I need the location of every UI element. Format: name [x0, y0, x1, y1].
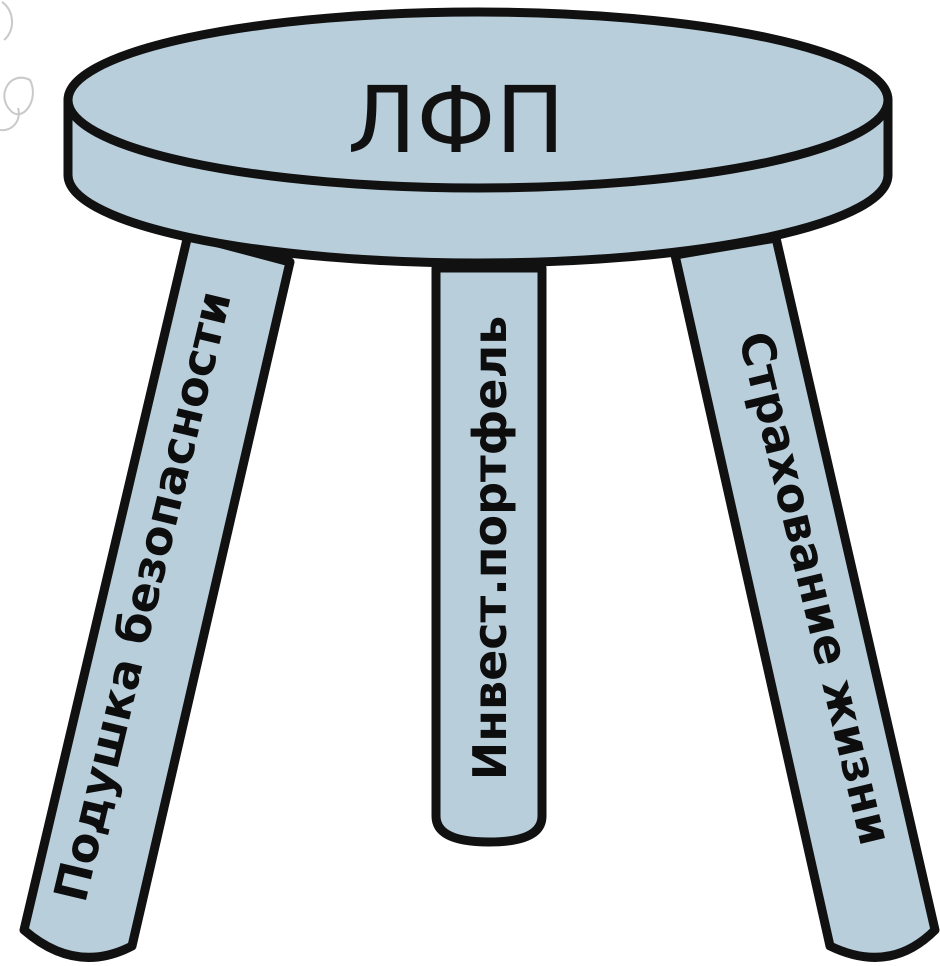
leg-left: Подушка безопасности [24, 235, 290, 957]
sketch-doodle [0, 2, 33, 130]
leg-right: Страхование жизни [675, 238, 935, 957]
leg-center: Инвест.портфель [436, 268, 542, 842]
seat-label: ЛФП [347, 67, 565, 174]
leg-center-label: Инвест.портфель [463, 316, 517, 781]
seat: ЛФП [68, 12, 888, 263]
